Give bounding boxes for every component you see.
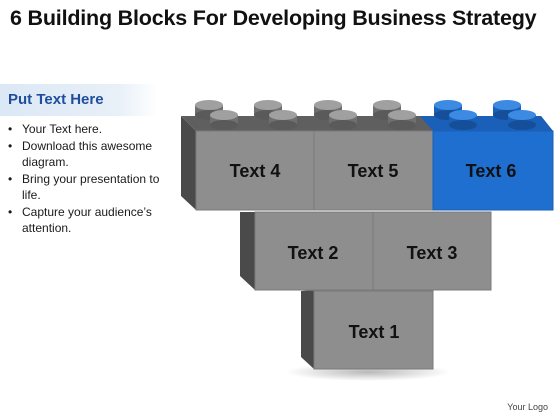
footer-logo: Your Logo [507, 402, 548, 412]
block-2: Text 2 [254, 211, 374, 291]
stud [269, 110, 297, 130]
block-3-face [372, 211, 492, 291]
bullet-list: Your Text here. Download this awesome di… [8, 121, 168, 237]
block-5: Text 5 [313, 130, 434, 211]
block-4-face [195, 130, 315, 211]
block-3-label: Text 3 [407, 243, 458, 263]
page-title: 6 Building Blocks For Developing Busines… [10, 6, 537, 30]
bullet-item: Your Text here. [8, 121, 168, 138]
stud [210, 110, 238, 130]
block-1-label: Text 1 [349, 322, 400, 342]
block-6: Text 6 [432, 130, 554, 211]
block-1-side [301, 291, 314, 369]
block-6-label: Text 6 [466, 161, 517, 181]
block-2-label: Text 2 [288, 243, 339, 263]
block-1: Text 1 [301, 290, 434, 370]
block-6-face [432, 130, 554, 211]
block-5-face [313, 130, 434, 211]
sidebar-heading: Put Text Here [8, 91, 104, 108]
row3-side [181, 116, 196, 210]
stud [508, 110, 536, 130]
stud [449, 110, 477, 130]
block-4-label: Text 4 [230, 161, 281, 181]
block-1-face [313, 290, 434, 370]
bullet-item: Capture your audience’s attention. [8, 204, 168, 237]
bullet-item: Bring your presentation to life. [8, 171, 168, 204]
block-5-label: Text 5 [348, 161, 399, 181]
studs-blue [434, 100, 536, 130]
stud [388, 110, 416, 130]
sidebar-heading-bar: Put Text Here [0, 84, 158, 116]
block-2-face [254, 211, 374, 291]
block-3: Text 3 [372, 211, 492, 291]
studs-gray [195, 100, 416, 130]
row2-side [240, 212, 255, 290]
stud [329, 110, 357, 130]
bullet-item: Download this awesome diagram. [8, 138, 168, 171]
block-4: Text 4 [195, 130, 315, 211]
